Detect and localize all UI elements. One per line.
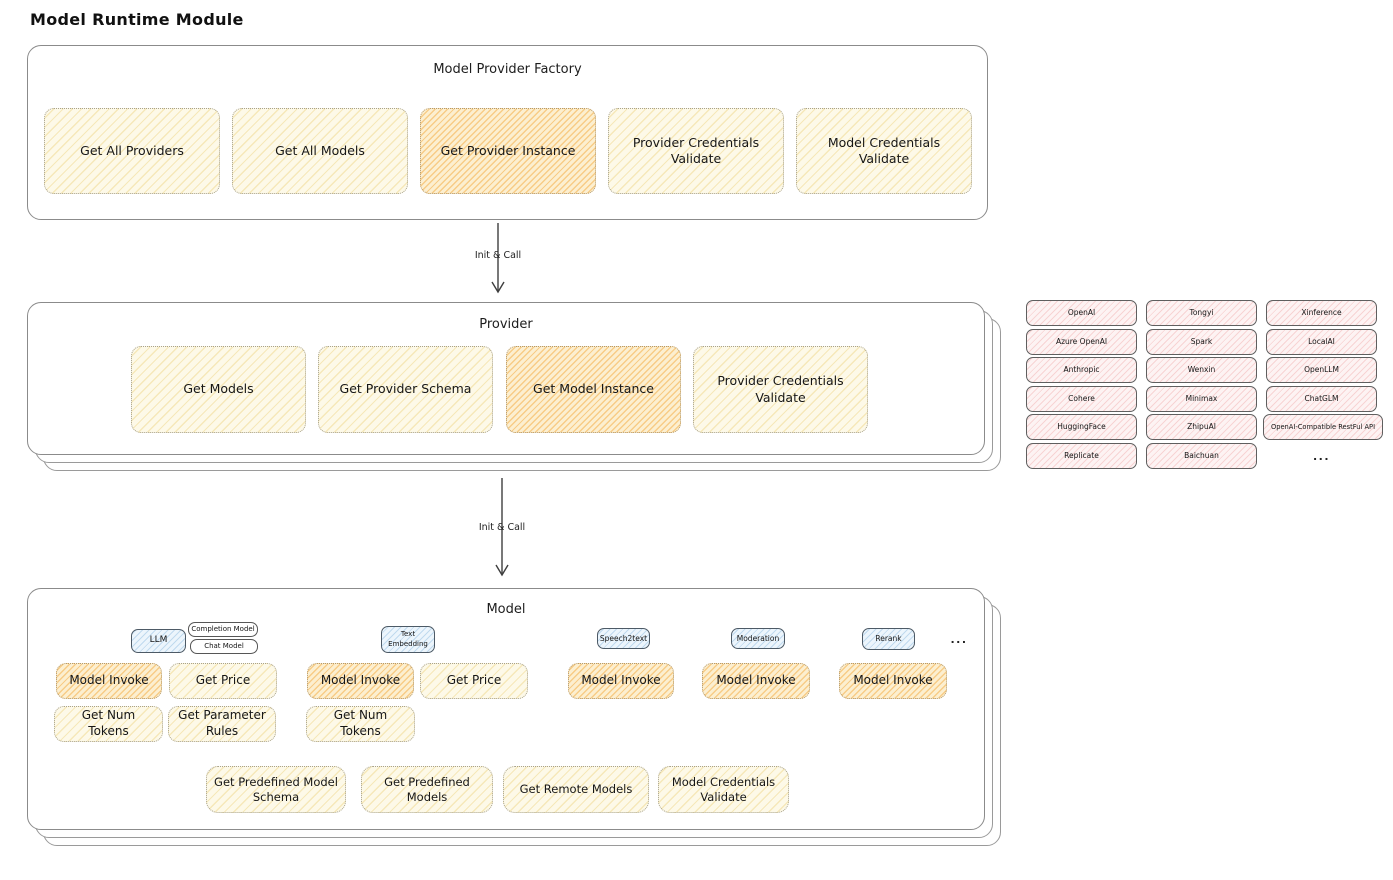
provider-title: Provider <box>479 317 533 332</box>
node-provider-credentials-validate: Provider Credentials Validate <box>608 108 784 194</box>
factory-title: Model Provider Factory <box>433 62 582 77</box>
node-get-provider-schema: Get Provider Schema <box>318 346 493 433</box>
node-get-all-models: Get All Models <box>232 108 408 194</box>
node-model-invoke-rerank: Model Invoke <box>839 663 947 699</box>
node-get-remote-models: Get Remote Models <box>503 766 649 813</box>
node-provider-credentials-validate-2: Provider Credentials Validate <box>693 346 868 433</box>
model-title: Model <box>486 602 526 617</box>
provider-item-openllm: OpenLLM <box>1266 357 1377 383</box>
tabs-more-ellipsis: ... <box>950 632 968 646</box>
model-provider-factory-group: Model Provider Factory Get All Providers… <box>27 45 988 220</box>
node-model-credentials-validate: Model Credentials Validate <box>796 108 972 194</box>
init-call-arrow-2-icon <box>495 478 509 577</box>
model-group: Model LLM Completion Model Chat Model Te… <box>27 588 985 830</box>
node-get-num-tokens-embedding: Get Num Tokens <box>306 706 415 742</box>
arrow-2-label: Init & Call <box>478 522 526 533</box>
node-get-parameter-rules: Get Parameter Rules <box>168 706 276 742</box>
provider-item-anthropic: Anthropic <box>1026 357 1137 383</box>
node-get-models: Get Models <box>131 346 306 433</box>
node-get-predefined-model-schema: Get Predefined Model Schema <box>206 766 346 813</box>
page-title: Model Runtime Module <box>30 10 244 29</box>
provider-item-openai: OpenAI <box>1026 300 1137 326</box>
provider-item-cohere: Cohere <box>1026 386 1137 412</box>
providers-more-ellipsis: ... <box>1312 449 1331 463</box>
node-model-invoke-embedding: Model Invoke <box>307 663 414 699</box>
provider-item-replicate: Replicate <box>1026 443 1137 469</box>
tab-completion-model: Completion Model <box>188 622 258 637</box>
node-model-invoke-moderation: Model Invoke <box>702 663 810 699</box>
tab-llm: LLM <box>131 629 186 653</box>
provider-item-huggingface: HuggingFace <box>1026 414 1137 440</box>
provider-item-wenxin: Wenxin <box>1146 357 1257 383</box>
node-get-provider-instance: Get Provider Instance <box>420 108 596 194</box>
provider-group: Provider Get Models Get Provider Schema … <box>27 302 985 455</box>
node-model-invoke-llm: Model Invoke <box>56 663 162 699</box>
provider-item-localai: LocalAI <box>1266 329 1377 355</box>
node-model-invoke-speech2text: Model Invoke <box>568 663 674 699</box>
init-call-arrow-1-icon <box>491 223 505 294</box>
provider-item-xinference: Xinference <box>1266 300 1377 326</box>
tab-chat-model: Chat Model <box>190 639 258 654</box>
node-get-model-instance: Get Model Instance <box>506 346 681 433</box>
node-get-predefined-models: Get Predefined Models <box>361 766 493 813</box>
provider-item-azure-openai: Azure OpenAI <box>1026 329 1137 355</box>
tab-text-embedding: Text Embedding <box>381 626 435 653</box>
node-get-all-providers: Get All Providers <box>44 108 220 194</box>
provider-item-chatglm: ChatGLM <box>1266 386 1377 412</box>
tab-speech2text: Speech2text <box>597 628 650 649</box>
provider-item-minimax: Minimax <box>1146 386 1257 412</box>
arrow-1-label: Init & Call <box>474 250 522 261</box>
provider-item-zhipuai: ZhipuAI <box>1146 414 1257 440</box>
provider-item-baichuan: Baichuan <box>1146 443 1257 469</box>
provider-item-openai-compatible-restful-api: OpenAI-Compatible RestFul API <box>1263 414 1383 440</box>
node-get-price-embedding: Get Price <box>420 663 528 699</box>
node-get-num-tokens-llm: Get Num Tokens <box>54 706 163 742</box>
node-model-credentials-validate-model: Model Credentials Validate <box>658 766 789 813</box>
provider-item-tongyi: Tongyi <box>1146 300 1257 326</box>
tab-rerank: Rerank <box>862 628 915 650</box>
provider-item-spark: Spark <box>1146 329 1257 355</box>
node-get-price-llm: Get Price <box>169 663 277 699</box>
tab-moderation: Moderation <box>731 628 785 649</box>
